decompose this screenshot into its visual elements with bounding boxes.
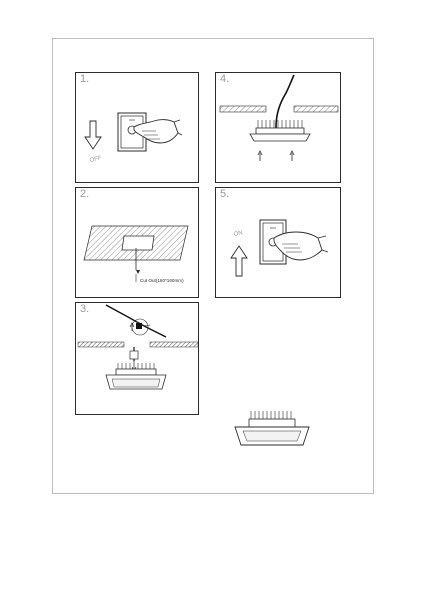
up-arrow-icon [129,322,135,331]
cable-icon [105,304,167,338]
cut-out-label: Cut Out(160*160mm) [140,278,184,283]
step-4-illustration [219,74,339,161]
downlight-fixture-icon [249,120,311,142]
step-3-panel: 3. [75,302,199,415]
ceiling-board [83,225,189,261]
downlight-fixture-icon [105,363,167,390]
step-5-panel: 5. ON [215,187,341,298]
ceiling [77,341,199,348]
step-1-panel: 1. OFF [75,72,199,183]
step-2-illustration: Cut Out(160*160mm) [83,225,189,283]
step-2-panel: 2. Cut Out(160*160mm) [75,187,199,298]
step-number: 2. [80,188,90,200]
step-number: 3. [80,303,90,315]
cable-icon [275,74,295,129]
ceiling [219,105,339,113]
step-number: 1. [80,73,90,85]
on-label: ON [233,230,243,238]
instruction-sheet: 1. OFF 4. [52,38,374,494]
down-arrow-icon [84,120,102,150]
hand-icon [133,119,183,144]
step-number: 4. [220,73,230,85]
off-label: OFF [89,156,102,164]
hand-icon [273,231,329,261]
step-number: 5. [220,188,230,200]
up-arrow-icon [257,150,295,161]
up-arrow-icon [230,245,248,277]
step-3-illustration [77,304,199,390]
step-1-illustration: OFF [84,112,183,164]
downlight-fixture-icon [234,411,310,446]
step-4-panel: 4. [215,72,341,183]
step-5-illustration: ON [230,219,329,277]
